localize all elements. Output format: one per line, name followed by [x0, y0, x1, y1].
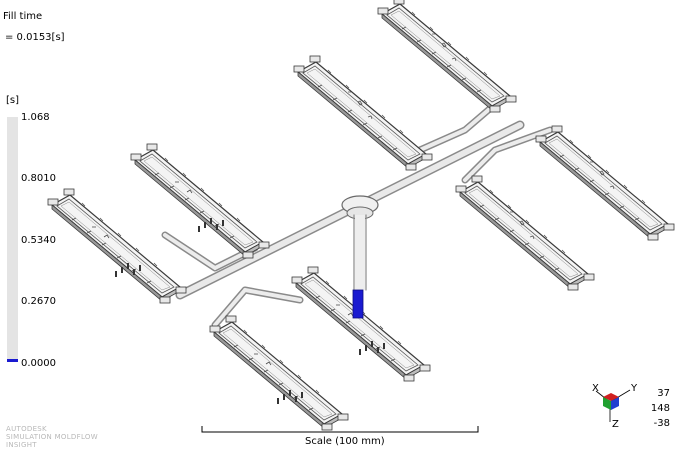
cavity-part-left-1: [131, 144, 269, 258]
rotation-x-value: 37: [657, 388, 670, 399]
axis-z-label: Z: [612, 419, 619, 430]
axis-y-label: Y: [631, 383, 638, 394]
rotation-y-value: 148: [650, 403, 670, 414]
cavity-part-right-2: [456, 176, 594, 290]
legend-unit: [s]: [6, 95, 20, 106]
scale-label: Scale (100 mm): [305, 436, 385, 447]
legend-tick-3: 0.5340: [21, 235, 56, 246]
legend-fill-indicator: [7, 358, 18, 362]
filled-sprue-region: [352, 289, 364, 319]
result-title: Fill time: [3, 11, 43, 22]
cavity-part-right-1: [536, 126, 674, 240]
runner-system: [161, 96, 554, 329]
cavity-part-top-2: [294, 56, 432, 170]
watermark-line-1: AUTODESK: [6, 425, 47, 433]
watermark-line-2: SIMULATION MOLDFLOW: [6, 433, 98, 441]
cavity-part-left-2: [48, 189, 186, 303]
watermark-line-3: INSIGHT: [6, 441, 37, 449]
scale-bar: [201, 426, 479, 433]
legend-tick-min: 0.0000: [21, 358, 56, 369]
rotation-z-value: -38: [653, 418, 670, 429]
legend-tick-2: 0.8010: [21, 173, 56, 184]
orientation-triad: [595, 389, 631, 422]
legend-tick-max: 1.068: [21, 112, 50, 123]
cavity-part-top-1: [378, 0, 516, 112]
fill-time-value: = 0.0153[s]: [5, 32, 65, 43]
legend-color-bar: [7, 117, 18, 362]
cavity-part-bottom: [210, 316, 348, 430]
legend-tick-4: 0.2670: [21, 296, 56, 307]
axis-x-label: X: [592, 383, 599, 394]
